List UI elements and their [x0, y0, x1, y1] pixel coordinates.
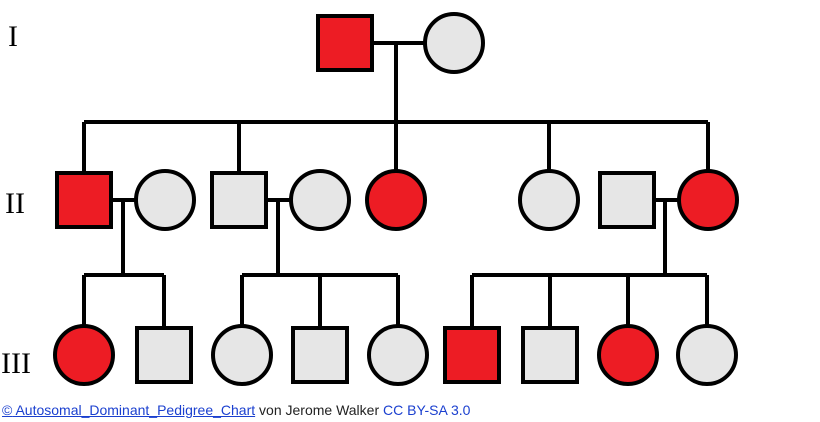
- affected-female-ii-5: [365, 169, 427, 231]
- unaffected-female-iii-9: [676, 324, 738, 386]
- copyright-symbol: ©: [2, 402, 13, 418]
- pedigree-connectors: [82, 41, 710, 327]
- generation-label-iii: III: [1, 347, 31, 380]
- unaffected-male-ii-7: [598, 171, 656, 229]
- unaffected-male-iii-7: [521, 326, 579, 384]
- attribution: © Autosomal_Dominant_Pedigree_Chart von …: [2, 401, 470, 419]
- unaffected-male-iii-2: [135, 326, 193, 384]
- family-members: [53, 12, 739, 386]
- license-link[interactable]: CC BY-SA 3.0: [383, 402, 471, 418]
- affected-male-ii-1: [55, 171, 113, 229]
- unaffected-male-ii-3: [210, 171, 268, 229]
- unaffected-female-iii-5: [367, 324, 429, 386]
- author-text: von Jerome Walker: [255, 402, 383, 418]
- unaffected-female-i-2: [423, 12, 485, 74]
- unaffected-female-ii-6: [518, 169, 580, 231]
- copyright-link[interactable]: © Autosomal_Dominant_Pedigree_Chart: [2, 402, 255, 418]
- generation-label-ii: II: [5, 187, 25, 220]
- unaffected-female-ii-4: [289, 169, 351, 231]
- unaffected-male-iii-4: [291, 326, 349, 384]
- pedigree-chart: I II III: [1, 12, 739, 386]
- affected-female-iii-8: [597, 324, 659, 386]
- affected-male-i-1: [316, 14, 374, 72]
- affected-male-iii-6: [443, 326, 501, 384]
- affected-female-iii-1: [53, 324, 115, 386]
- generation-label-i: I: [8, 20, 18, 53]
- unaffected-female-ii-2: [134, 169, 196, 231]
- unaffected-female-iii-3: [211, 324, 273, 386]
- affected-female-ii-8: [677, 169, 739, 231]
- source-title: Autosomal_Dominant_Pedigree_Chart: [12, 402, 256, 418]
